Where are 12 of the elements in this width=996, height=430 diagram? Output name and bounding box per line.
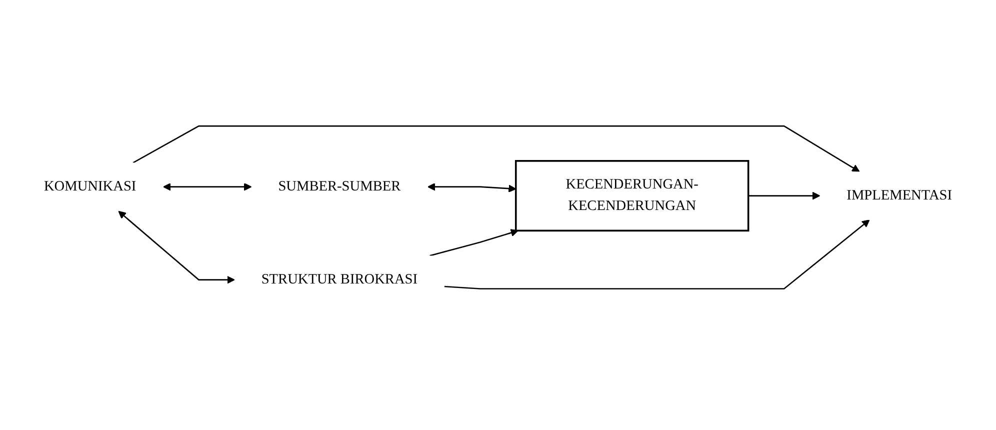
arrow	[118, 210, 235, 284]
arrow	[748, 192, 820, 200]
arrow	[132, 125, 860, 172]
node-box: KECENDERUNGAN-KECENDERUNGAN	[514, 160, 750, 232]
arrow	[427, 182, 516, 192]
arrow	[444, 220, 870, 290]
node-text: IMPLEMENTASI	[846, 188, 952, 203]
node-text: STRUKTUR BIROKRASI	[261, 272, 418, 287]
arrow	[162, 182, 252, 191]
node-text: KOMUNIKASI	[44, 178, 136, 194]
arrow	[430, 228, 518, 256]
node-text: SUMBER-SUMBER	[278, 178, 401, 194]
